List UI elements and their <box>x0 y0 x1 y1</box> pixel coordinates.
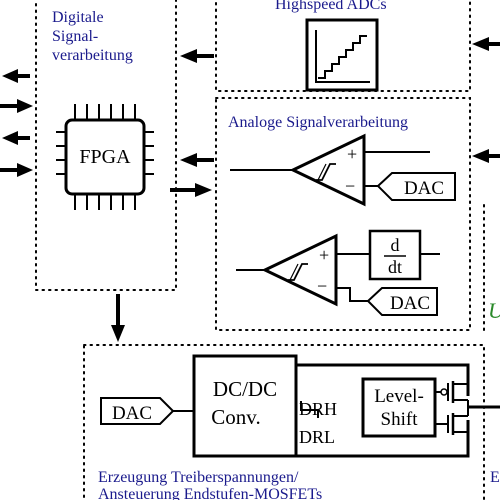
dcdc-label-line2: Conv. <box>211 405 260 429</box>
derivative-denominator: dt <box>388 257 402 277</box>
driver-block-title-line2: Ansteuerung Endstufen-MOSFETs <box>98 486 322 500</box>
digital-block-title-line2: Signal- <box>52 28 98 45</box>
analog-block-title: Analoge Signalverarbeitung <box>228 114 408 131</box>
driver-block <box>83 344 485 500</box>
adc-staircase-icon <box>305 18 379 92</box>
partial-green-label: U <box>488 298 500 323</box>
comparator-lower-minus: − <box>317 276 327 296</box>
dac-upper: DAC <box>376 172 456 201</box>
level-shifter-line1: Level- <box>374 386 424 407</box>
dac-lower: DAC <box>366 287 438 316</box>
comparator-upper-minus: − <box>345 176 355 196</box>
dac-upper-label: DAC <box>404 178 444 199</box>
derivative-numerator: d <box>391 235 400 255</box>
dac-lower-label: DAC <box>390 293 430 314</box>
dcdc-converter: DC/DC Conv. <box>192 354 298 458</box>
level-shifter-line2: Shift <box>381 409 419 430</box>
driver-block-title-line1: Erzeugung Treiberspannungen/ <box>98 469 299 486</box>
fpga-chip: FPGA <box>56 104 154 210</box>
adc-block-title: Highspeed ADCs <box>275 0 387 13</box>
dac-driver: DAC <box>100 397 194 425</box>
fpga-label: FPGA <box>79 146 131 168</box>
level-shifter: Level- Shift <box>361 377 437 438</box>
drh-label: DRH <box>299 399 337 419</box>
comparator-lower: + − <box>236 233 370 307</box>
digital-processing-block <box>35 0 177 291</box>
derivative-block: d dt <box>368 229 440 281</box>
comparator-upper-plus: + <box>347 144 357 164</box>
dac-driver-label: DAC <box>112 403 152 424</box>
mosfet-half-bridge <box>435 381 500 435</box>
partial-bottom-right-label: E <box>490 469 500 486</box>
analog-processing-block <box>215 97 471 331</box>
inter-block-arrows <box>111 37 500 342</box>
digital-block-title-line3: verarbeitung <box>52 47 133 64</box>
digital-block-title-line1: Digitale <box>52 9 104 26</box>
comparator-upper: + − <box>230 133 430 207</box>
left-io-arrows <box>0 69 33 177</box>
drl-label: DRL <box>299 427 335 447</box>
dcdc-label-line1: DC/DC <box>213 377 277 401</box>
comparator-lower-plus: + <box>319 245 329 265</box>
